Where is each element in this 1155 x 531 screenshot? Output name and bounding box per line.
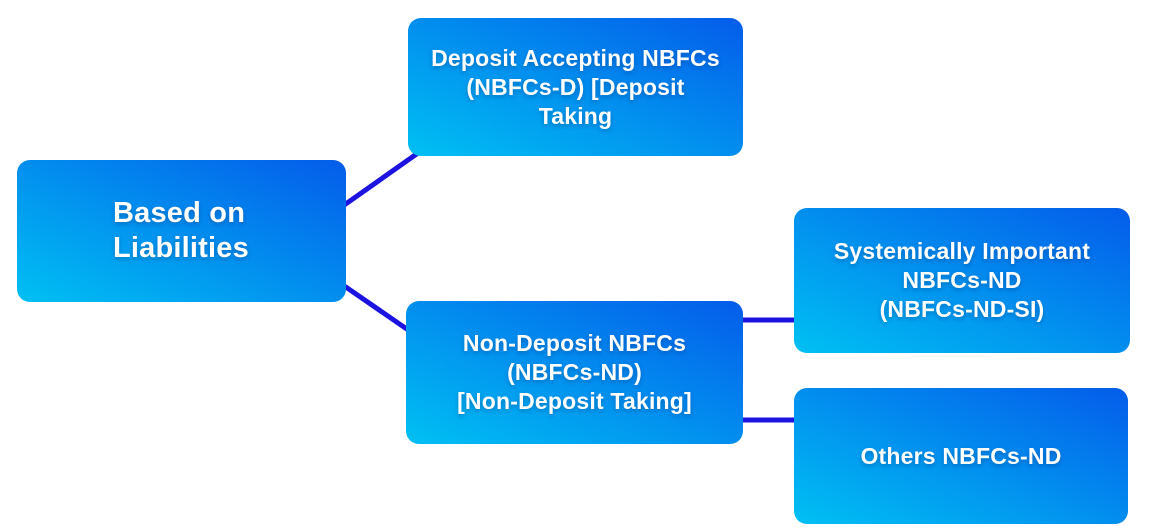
node-systemically-important-nbfcs-nd: Systemically Important NBFCs-ND (NBFCs-N…: [794, 208, 1130, 353]
node-label-line: Based on: [113, 197, 246, 229]
node-label-line: (NBFCs-ND-SI): [879, 296, 1045, 322]
node-based-on-liabilities: Based on Liabilities: [17, 160, 346, 302]
node-label-line: NBFCs-ND: [902, 267, 1022, 293]
node-label-line: Taking: [538, 102, 613, 129]
node-label-line: Others NBFCs-ND: [860, 442, 1062, 469]
node-label-line: [Non-Deposit Taking]: [457, 388, 692, 414]
connector-root-to-deposit: [338, 150, 420, 211]
node-others-nbfcs-nd: Others NBFCs-ND: [794, 388, 1128, 524]
connector-root-to-nondeposit: [338, 280, 416, 337]
node-label-line: Non-Deposit NBFCs: [462, 330, 687, 356]
node-label-line: (NBFCs-ND): [507, 359, 642, 385]
node-label-line: Systemically Important: [833, 238, 1091, 264]
node-label-line: (NBFCs-D) [Deposit: [466, 73, 685, 100]
node-non-deposit-nbfcs: Non-Deposit NBFCs (NBFCs-ND) [Non-Deposi…: [406, 301, 743, 444]
node-label-line: Liabilities: [113, 232, 249, 264]
node-deposit-accepting-nbfcs: Deposit Accepting NBFCs (NBFCs-D) [Depos…: [408, 18, 743, 156]
node-label-line: Deposit Accepting NBFCs: [431, 44, 720, 71]
